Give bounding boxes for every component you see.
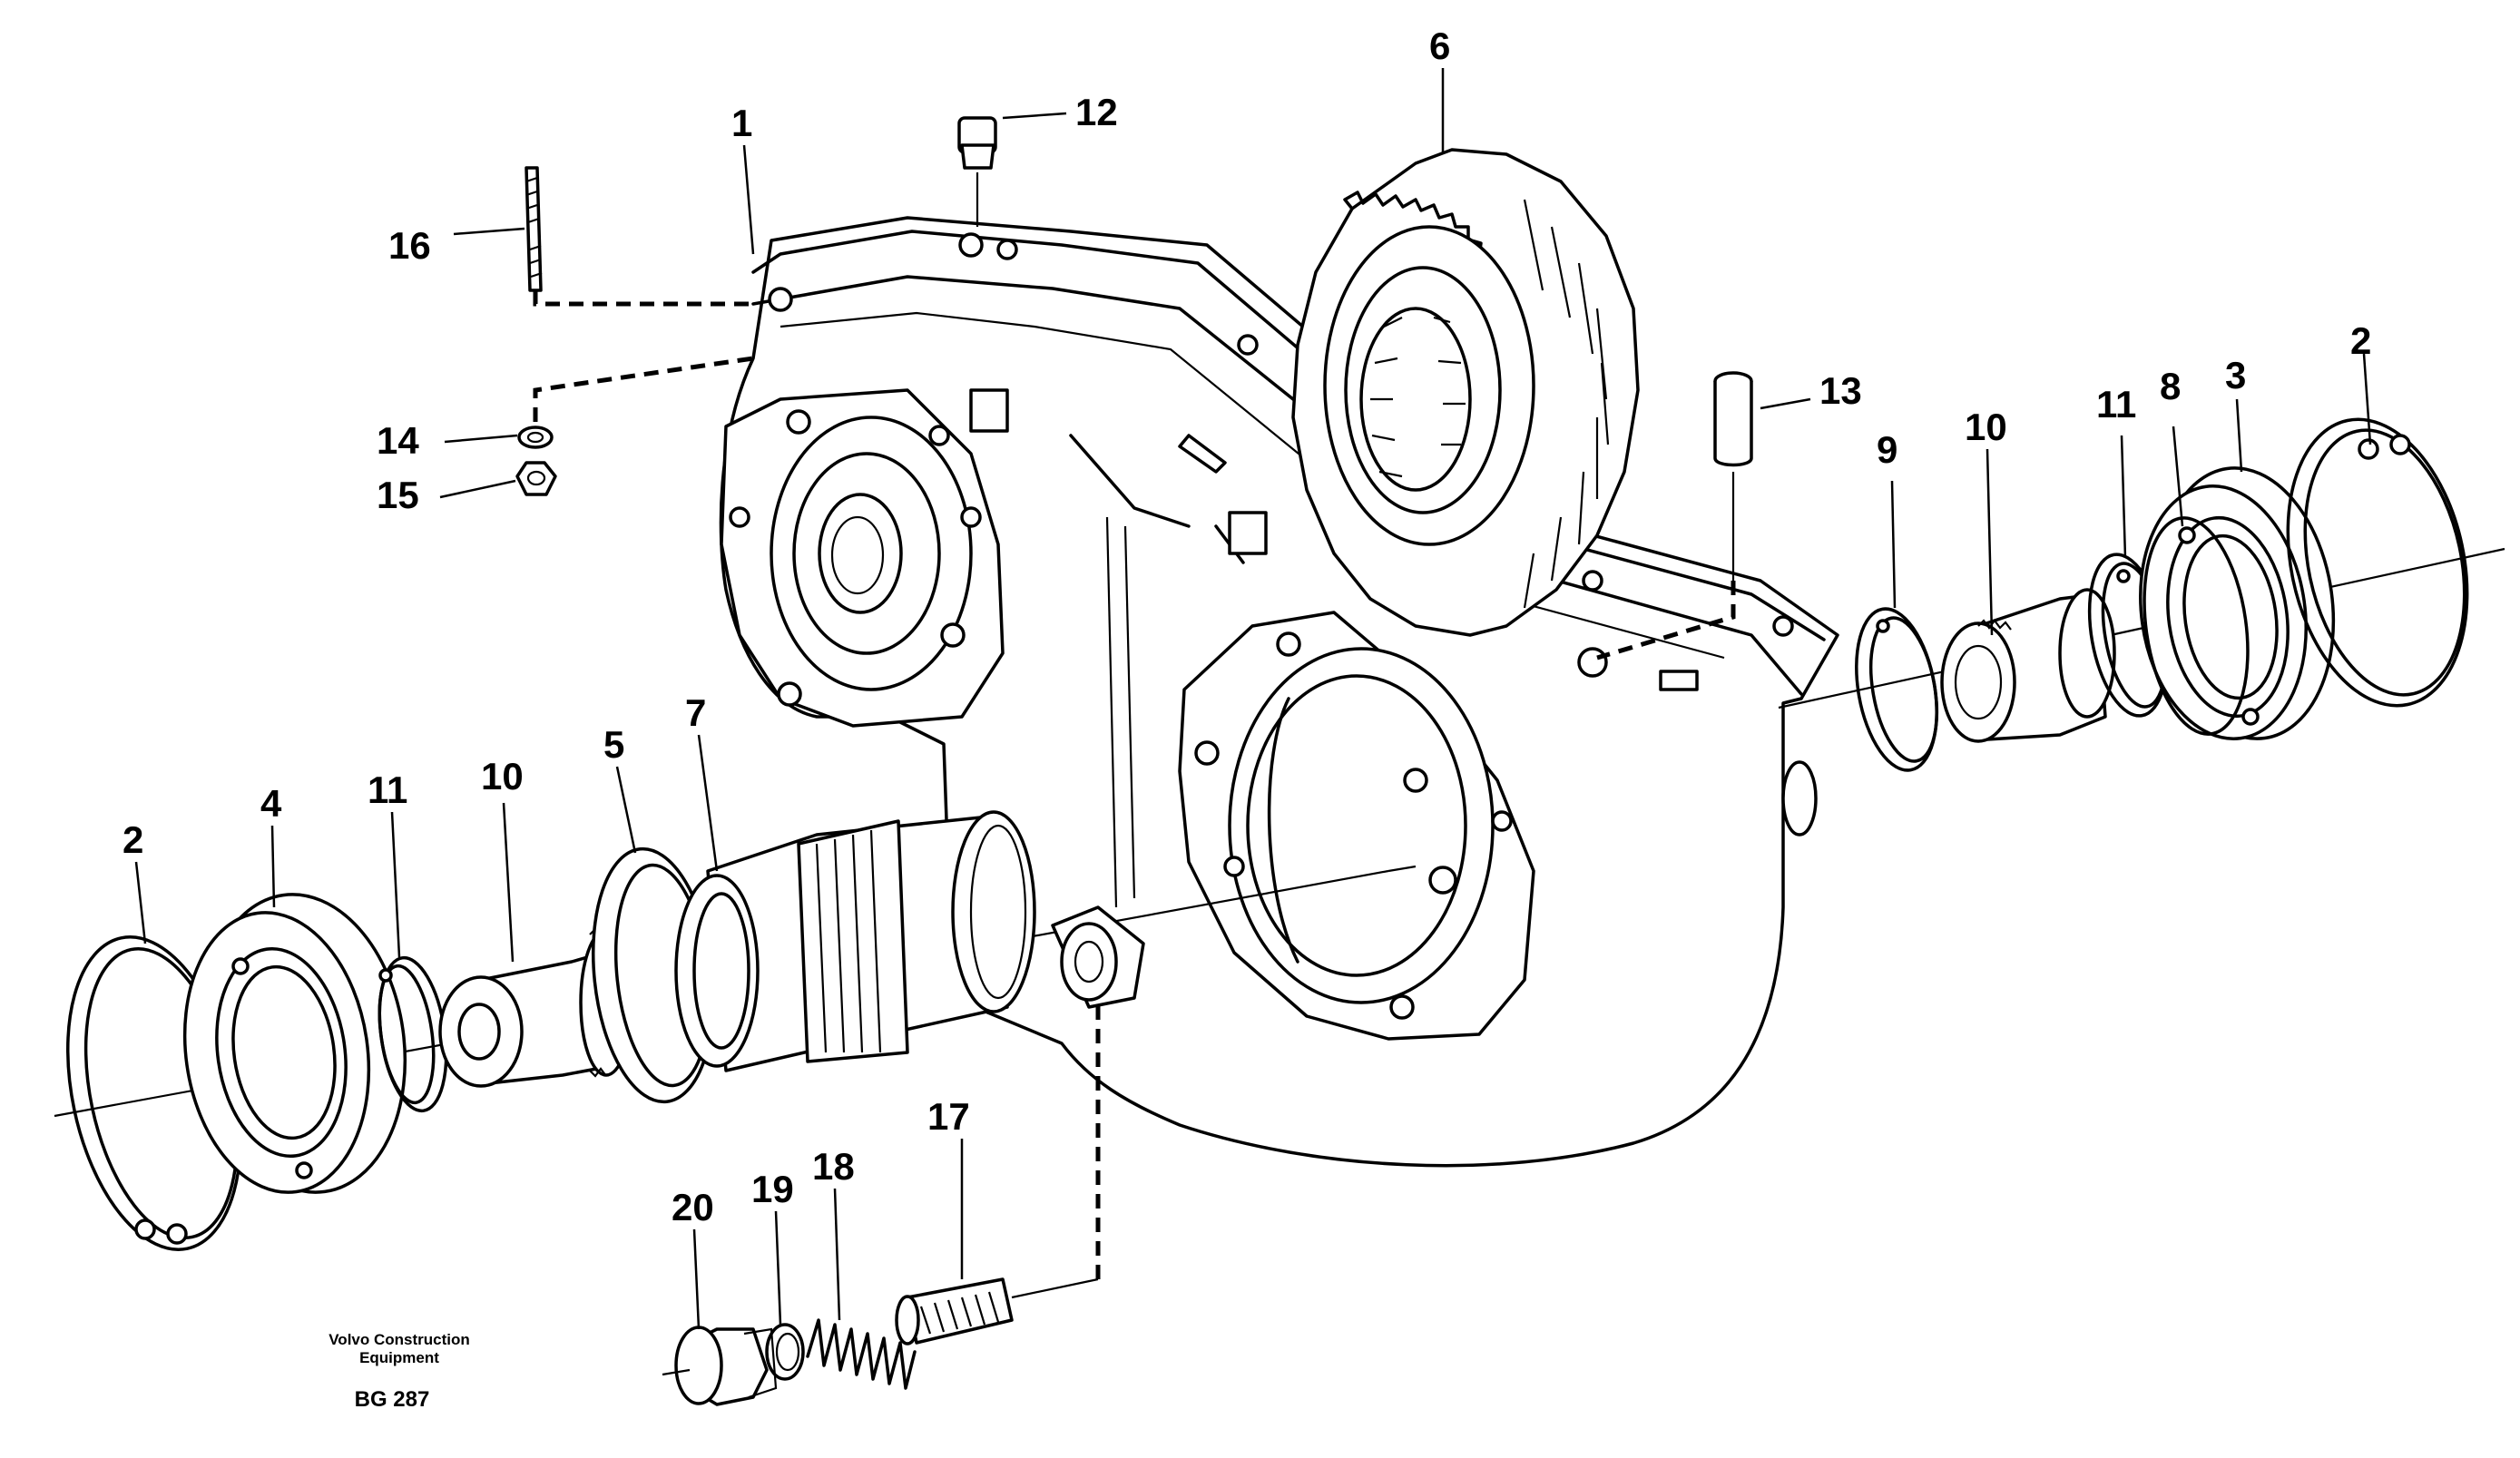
callout-10-left: 10	[481, 755, 524, 797]
snap-ring-right	[1855, 607, 1939, 772]
callout-5: 5	[603, 723, 624, 766]
callout-14: 14	[377, 419, 419, 462]
bearing-left	[182, 893, 407, 1194]
callout-7: 7	[685, 691, 706, 734]
washer	[517, 426, 554, 449]
lower-bore-flange	[1178, 611, 1535, 1041]
coupling-right	[1940, 588, 2116, 743]
callout-12: 12	[1075, 91, 1118, 133]
figure-code: BG 287	[355, 1387, 430, 1412]
callout-13: 13	[1819, 369, 1862, 412]
nut	[515, 461, 557, 496]
callout-2-right: 2	[2350, 319, 2371, 362]
caption-line-1: Volvo Construction	[328, 1331, 470, 1348]
sealing-washer	[765, 1323, 805, 1381]
callout-19: 19	[751, 1168, 794, 1210]
breather-plug	[957, 116, 997, 227]
callout-17: 17	[927, 1095, 970, 1138]
callout-15: 15	[377, 474, 419, 516]
bearing-right	[2139, 466, 2336, 740]
callout-6: 6	[1429, 24, 1450, 67]
drive-gear	[674, 810, 1036, 1072]
circlip-right	[2286, 417, 2469, 708]
strainer	[895, 1277, 1099, 1345]
drain-boss	[1051, 905, 1145, 1009]
callout-18: 18	[812, 1145, 855, 1188]
stud	[525, 166, 543, 292]
callout-11-left: 11	[368, 768, 407, 811]
leader-lines	[134, 68, 2372, 1330]
drain-plug	[662, 1326, 778, 1406]
spring	[806, 1318, 917, 1390]
callout-10-right: 10	[1965, 406, 2007, 448]
dashed-connector-stud	[533, 290, 758, 307]
caption-line-2: Equipment	[359, 1349, 439, 1366]
shaft-axis-left-end	[1387, 865, 1417, 873]
dowel-pin	[1713, 371, 1753, 581]
callout-4: 4	[260, 782, 282, 825]
callout-20: 20	[672, 1186, 714, 1228]
callout-16: 16	[388, 224, 431, 267]
large-gear	[1291, 148, 1640, 637]
callout-11-right: 11	[2096, 383, 2136, 426]
dashed-connector-dowel	[1596, 581, 1736, 661]
callout-1: 1	[731, 102, 752, 144]
dashed-connector-washer	[533, 356, 754, 422]
upper-bore-flange	[720, 388, 1005, 728]
callout-3: 3	[2225, 354, 2246, 396]
callout-8: 8	[2160, 365, 2181, 407]
callout-9: 9	[1877, 428, 1897, 471]
callout-2-left: 2	[123, 818, 143, 861]
